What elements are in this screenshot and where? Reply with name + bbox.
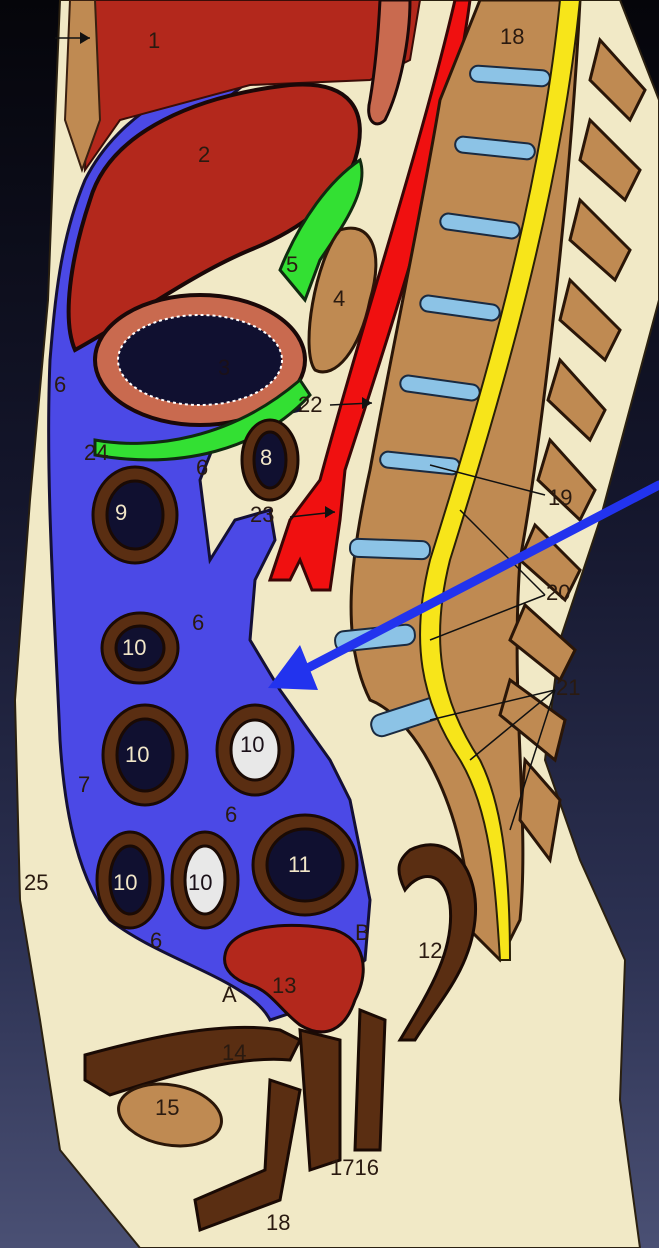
label-10c: 10 <box>240 732 264 757</box>
label-10d: 10 <box>113 870 137 895</box>
label-11: 11 <box>288 852 311 877</box>
label-23: 23 <box>250 502 274 527</box>
label-10b: 10 <box>125 742 149 767</box>
label-7: 7 <box>78 772 90 797</box>
label-A: A <box>222 982 237 1007</box>
label-2: 2 <box>198 142 210 167</box>
label-1716: 1716 <box>330 1155 379 1180</box>
label-15: 15 <box>155 1095 179 1120</box>
label-6b: 6 <box>196 455 208 480</box>
label-3: 3 <box>218 355 230 380</box>
label-6d: 6 <box>225 802 237 827</box>
label-9: 9 <box>115 500 127 525</box>
label-21: 21 <box>556 675 580 700</box>
label-14: 14 <box>222 1040 246 1065</box>
label-13: 13 <box>272 973 296 998</box>
label-10e: 10 <box>188 870 212 895</box>
label-25: 25 <box>24 870 48 895</box>
label-19: 19 <box>548 485 572 510</box>
stomach-lumen <box>118 315 282 405</box>
label-6a: 6 <box>54 372 66 397</box>
label-1: 1 <box>148 28 160 53</box>
label-24: 24 <box>84 440 108 465</box>
label-8: 8 <box>260 445 272 470</box>
rectal-canal <box>355 1010 385 1150</box>
label-5: 5 <box>286 252 298 277</box>
label-22: 22 <box>298 392 322 417</box>
label-B: B <box>355 920 370 945</box>
label-6c: 6 <box>192 610 204 635</box>
label-4: 4 <box>333 286 345 311</box>
label-12: 12 <box>418 938 442 963</box>
label-18-bottom: 18 <box>266 1210 290 1235</box>
label-6e: 6 <box>150 928 162 953</box>
label-18-top: 18 <box>500 24 524 49</box>
label-10a: 10 <box>122 635 146 660</box>
label-20: 20 <box>546 580 570 605</box>
